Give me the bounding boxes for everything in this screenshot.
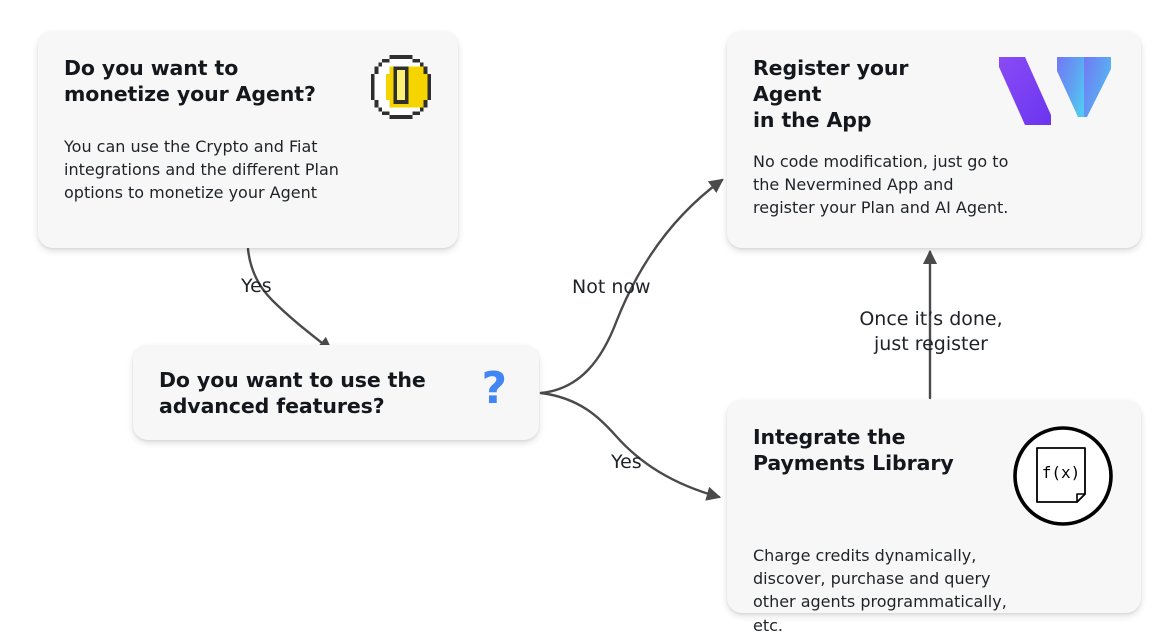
card-description: Charge credits dynamically, discover, pu… [753, 546, 1007, 635]
card-header: Integrate the Payments Library f(x) [753, 424, 1115, 528]
edge-label-yes-monetize: Yes [241, 275, 272, 297]
edge-monetize-to-advanced [246, 247, 333, 352]
fx-document-icon: f(x) [1011, 424, 1115, 528]
card-header: Do you want to monetize your Agent? [64, 55, 432, 119]
card-title: Integrate the Payments Library [753, 425, 954, 476]
coin-icon [370, 55, 432, 119]
card-title: Register your Agent in the App [753, 56, 909, 133]
card-title: Do you want to use the advanced features… [159, 368, 426, 419]
fx-label: f(x) [1042, 463, 1081, 482]
edge-label-once-its-done: Once it’s done, just register [859, 308, 1003, 355]
card-register-agent[interactable]: Register your Agent in the App No code m… [727, 31, 1141, 248]
card-header: Register your Agent in the App [753, 55, 1115, 134]
nevermined-logo-icon [995, 55, 1115, 127]
card-monetize-agent[interactable]: Do you want to monetize your Agent? [38, 31, 458, 248]
card-header: Do you want to use the advanced features… [159, 367, 513, 419]
edge-advanced-to-integrate [539, 391, 722, 501]
edge-label-not-now: Not now [572, 276, 651, 298]
card-integrate-payments-library[interactable]: Integrate the Payments Library f(x) Char… [727, 400, 1141, 635]
card-advanced-features[interactable]: Do you want to use the advanced features… [133, 345, 539, 440]
edge-label-yes-advanced: Yes [611, 451, 642, 473]
card-description: No code modification, just go to the Nev… [753, 151, 1009, 218]
card-description: You can use the Crypto and Fiat integrat… [64, 137, 339, 203]
question-mark-icon: ? [481, 363, 507, 414]
card-title: Do you want to monetize your Agent? [64, 56, 316, 107]
